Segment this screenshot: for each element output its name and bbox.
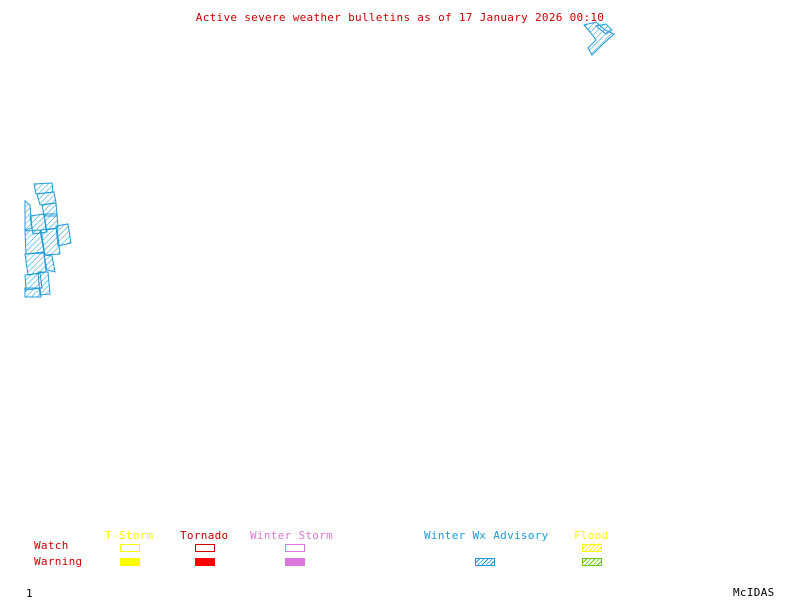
- legend-tstorm-warning-swatch: [120, 558, 140, 566]
- brand-label: McIDAS: [733, 586, 775, 599]
- advisory-polygon: [24, 287, 42, 298]
- northeast-advisory-region: [583, 21, 615, 56]
- frame-number: 1: [26, 587, 33, 600]
- legend-winter-storm-warning-swatch: [285, 558, 305, 566]
- legend-tstorm-label: T-Storm: [105, 529, 154, 542]
- legend-flood-label: Flood: [574, 529, 609, 542]
- legend-tornado-watch-swatch: [195, 544, 215, 552]
- legend-tornado-warning-swatch: [195, 558, 215, 566]
- legend-winter-advisory-warning-swatch: [475, 558, 495, 566]
- advisory-polygon: [24, 229, 45, 255]
- west-coast-advisory-region: [24, 182, 72, 298]
- page-title: Active severe weather bulletins as of 17…: [195, 11, 605, 24]
- legend-tstorm-watch-swatch: [120, 544, 140, 552]
- legend-warning-label: Warning: [34, 555, 83, 568]
- legend-flood-watch-swatch: [582, 544, 602, 552]
- advisory-polygon: [37, 271, 51, 296]
- advisory-polygon: [43, 254, 56, 273]
- legend-flood-warning-swatch: [582, 558, 602, 566]
- legend-winter-advisory-label: Winter Wx Advisory: [424, 529, 549, 542]
- legend-watch-label: Watch: [34, 539, 69, 552]
- legend-winter-storm-watch-swatch: [285, 544, 305, 552]
- legend-winter-storm-label: Winter Storm: [250, 529, 334, 542]
- advisory-polygon: [594, 23, 613, 35]
- advisory-polygon: [40, 227, 61, 256]
- legend-tornado-label: Tornado: [180, 529, 229, 542]
